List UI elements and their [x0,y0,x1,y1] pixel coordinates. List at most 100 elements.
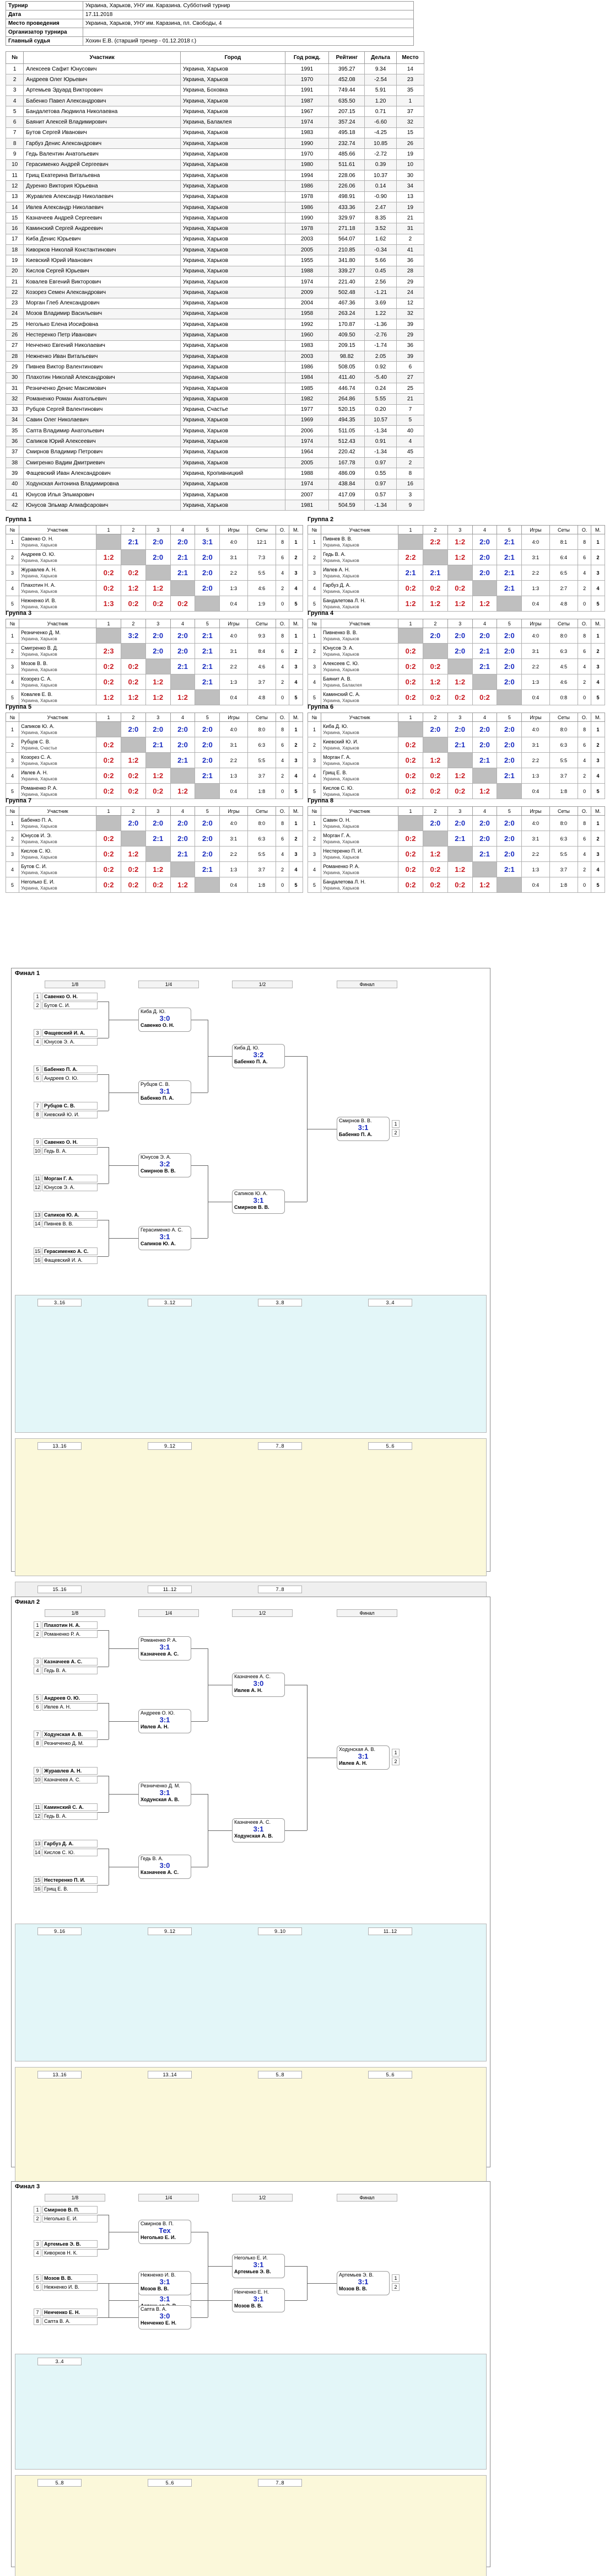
player-name-text[interactable]: Ивлев А. Н. [21,769,48,775]
player-name[interactable]: Юнусов Илья Эльмарович [23,489,181,501]
player-slot[interactable]: Киворков Н. К. [42,2249,98,2257]
player-name[interactable]: Савин О. Н.Украина, Харьков [321,815,399,832]
player-name[interactable]: Пивнев Виктор Валентинович [23,361,181,373]
player-slot[interactable]: Плахотин Н. А. [42,1621,98,1629]
player-name[interactable]: Юнусов И. Э.Украина, Харьков [19,831,97,847]
player-name[interactable]: Гедь В. А.Украина, Харьков [321,549,399,566]
player-slot[interactable]: Фащевский И. А. [42,1256,98,1264]
player-name-text[interactable]: Ивлев А. Н. [323,566,350,572]
player-slot[interactable]: Нежненко И. В. [42,2283,98,2291]
player-name[interactable]: Резниченко Д. М.Украина, Харьков [19,628,97,644]
player-name[interactable]: Андреев Олег Юрьевич [23,74,181,85]
player-name[interactable]: Ивлев А. Н.Украина, Харьков [321,565,399,581]
player-name[interactable]: Савин Олег Николаевич [23,414,181,426]
player-name[interactable]: Кислов С. Ю.Украина, Харьков [321,783,399,800]
player-name[interactable]: Пивнев В. В.Украина, Харьков [321,534,399,550]
player-name-text[interactable]: Баянит А. В. [323,676,352,682]
player-slot[interactable]: Андреев О. Ю. [42,1694,98,1702]
player-name[interactable]: Бандалетова Л. Н.Украина, Харьков [321,596,399,612]
player-name-text[interactable]: Резниченко Д. М. [21,629,61,635]
player-name[interactable]: Сапта Владимир Анатольевич [23,425,181,437]
player-slot[interactable]: Савенко О. Н. [42,993,98,1000]
player-name[interactable]: Морган Г. А.Украина, Харьков [321,831,399,847]
player-name[interactable]: Бутов Сергей Иванович [23,127,181,139]
player-name[interactable]: Неголько Е. И.Украина, Харьков [19,877,97,893]
player-name[interactable]: Герасименко Андрей Сергеевич [23,159,181,170]
player-name-text[interactable]: Каминский С. А. [323,691,360,697]
player-slot[interactable]: Гарбуз Д. А. [42,1840,98,1847]
player-name[interactable]: Савенко О. Н.Украина, Харьков [19,534,97,550]
player-name[interactable]: Нежненко Иван Витальевич [23,351,181,362]
player-name[interactable]: Киба Д. Ю.Украина, Харьков [321,721,399,738]
player-slot[interactable]: Смирнов В. П. [42,2206,98,2214]
player-name[interactable]: Гедь Валентин Анатольевич [23,148,181,160]
player-name[interactable]: Сапиков Юрий Алексеевич [23,436,181,447]
player-slot[interactable]: Нестеренко П. И. [42,1876,98,1884]
player-name-text[interactable]: Бабенко П. А. [21,817,53,823]
player-name[interactable]: Бутов С. И.Украина, Харьков [19,861,97,878]
player-name[interactable]: Журавлев А. Н.Украина, Харьков [19,565,97,581]
player-name[interactable]: Казначеев Андрей Сергеевич [23,212,181,224]
player-name[interactable]: Дуренко Виктория Юрьевна [23,180,181,192]
player-name-text[interactable]: Романенко Р. А. [323,863,360,869]
player-name-text[interactable]: Пивнев В. В. [323,535,353,542]
player-name[interactable]: Киевский Юрий Иванович [23,255,181,266]
player-name-text[interactable]: Алексеев С. Ю. [323,660,359,666]
player-name-text[interactable]: Кислов С. Ю. [21,848,52,854]
player-name[interactable]: Мозов В. В.Украина, Харьков [19,658,97,675]
player-slot[interactable]: Юнусов Э. А. [42,1038,98,1046]
player-slot[interactable]: Фащевский И. А. [42,1029,98,1037]
player-name[interactable]: Артемьев Эдуард Викторович [23,84,181,96]
player-name[interactable]: Грищ Е. В.Украина, Харьков [321,768,399,784]
player-name[interactable]: Юнусов Эльмар Алмафсарович [23,500,181,511]
player-name-text[interactable]: Нестеренко П. И. [323,848,363,854]
player-name[interactable]: Плахотин Н. А.Украина, Харьков [19,580,97,597]
player-name[interactable]: Гарбуз Денис Александрович [23,138,181,149]
player-name[interactable]: Бабенко Павел Александрович [23,95,181,107]
player-slot[interactable]: Бабенко П. А. [42,1065,98,1073]
player-name[interactable]: Ненченко Евгений Николаевич [23,340,181,352]
player-slot[interactable]: Романенко Р. А. [42,1630,98,1638]
player-slot[interactable]: Мозов В. В. [42,2274,98,2282]
player-slot[interactable]: Савенко О. Н. [42,1138,98,1146]
player-slot[interactable]: Гедь В. А. [42,1147,98,1155]
player-name[interactable]: Киворков Николай Константинович [23,244,181,256]
player-slot[interactable]: Каминский С. А. [42,1803,98,1811]
player-slot[interactable]: Ходунская А. В. [42,1731,98,1738]
player-name[interactable]: Ковалев Евгений Викторович [23,276,181,288]
player-name[interactable]: Романенко Р. А.Украина, Харьков [321,861,399,878]
player-name-text[interactable]: Козорез С. А. [21,676,52,682]
player-name[interactable]: Романенко Р. А.Украина, Харьков [19,783,97,800]
player-slot[interactable]: Бутов С. И. [42,1002,98,1009]
player-name-text[interactable]: Савенко О. Н. [21,535,53,542]
player-slot[interactable]: Журавлев А. Н. [42,1767,98,1775]
player-name-text[interactable]: Смигренко В. Д. [21,645,58,651]
player-name[interactable]: Фащевский Иван Александрович [23,468,181,479]
player-name[interactable]: Алексеев Сафит Юнусович [23,63,181,75]
player-slot[interactable]: Гедь В. А. [42,1812,98,1820]
player-name[interactable]: Рубцов Сергей Валентинович [23,404,181,415]
player-name[interactable]: Козорез Семен Александрович [23,287,181,298]
player-name-text[interactable]: Кислов С. Ю. [323,785,354,791]
player-name-text[interactable]: Юнусов Э. А. [323,645,354,651]
player-slot[interactable]: Киевский Ю. И. [42,1111,98,1118]
player-name[interactable]: Ивлев Александр Николаевич [23,201,181,213]
player-name-text[interactable]: Неголько Е. И. [21,879,55,885]
player-slot[interactable]: Герасименко А. С. [42,1247,98,1255]
player-name-text[interactable]: Сапиков Ю. А. [21,723,55,729]
player-name[interactable]: Бандалетова Людмила Николаевна [23,106,181,117]
player-name[interactable]: Нежненко И. В.Украина, Харьков [19,596,97,612]
player-slot[interactable]: Ненченко Е. Н. [42,2309,98,2316]
player-name[interactable]: Нестеренко П. И.Украина, Харьков [321,846,399,863]
player-slot[interactable]: Сапта В. А. [42,2317,98,2325]
